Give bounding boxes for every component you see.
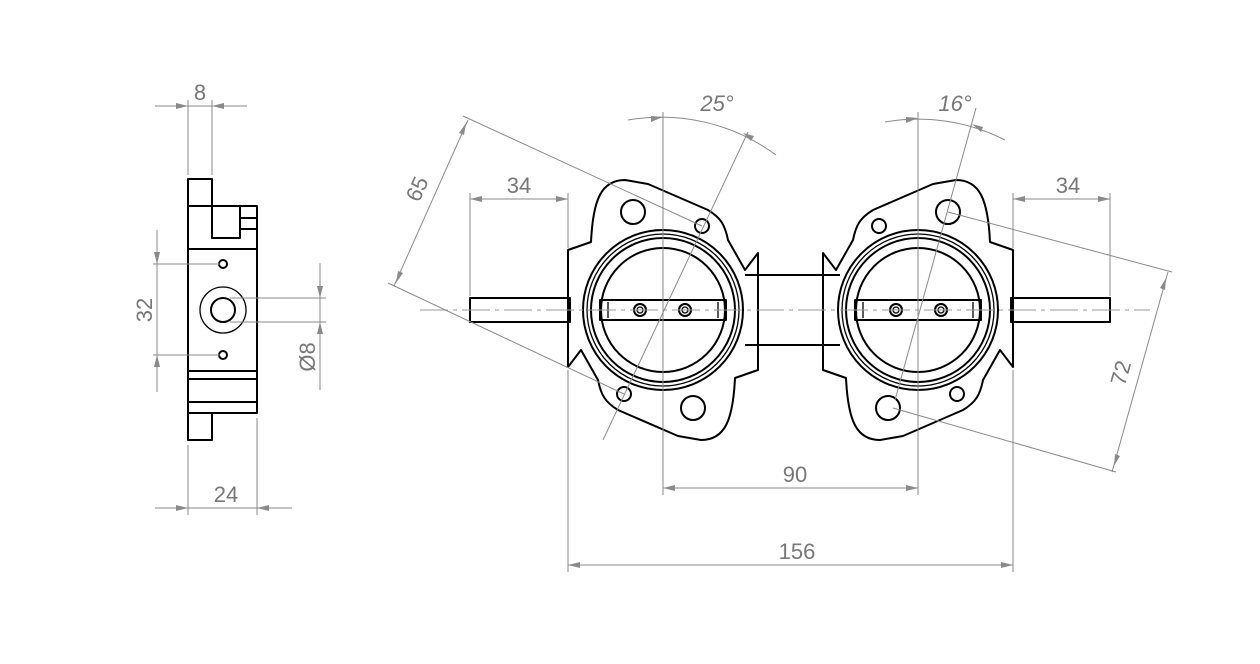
dim-side-body-width: 24 — [214, 482, 238, 507]
dim-left-pin-length: 34 — [507, 173, 531, 198]
dim-right-hole-span: 72 — [1105, 358, 1136, 388]
dim-left-hole-span: 65 — [401, 173, 434, 206]
front-view: 34 34 90 156 65 72 25° — [387, 91, 1173, 572]
dim-right-angle: 16° — [938, 91, 971, 116]
dim-side-bore-diameter: Ø8 — [295, 342, 320, 371]
dim-side-top-width: 8 — [194, 80, 206, 105]
dim-center-distance: 90 — [783, 462, 807, 487]
dim-right-pin-length: 34 — [1056, 173, 1080, 198]
dim-overall-width: 156 — [779, 539, 816, 564]
side-view: 8 32 Ø8 24 — [132, 80, 326, 515]
dim-side-hole-spacing: 32 — [132, 298, 157, 322]
dim-left-angle: 25° — [699, 91, 733, 116]
